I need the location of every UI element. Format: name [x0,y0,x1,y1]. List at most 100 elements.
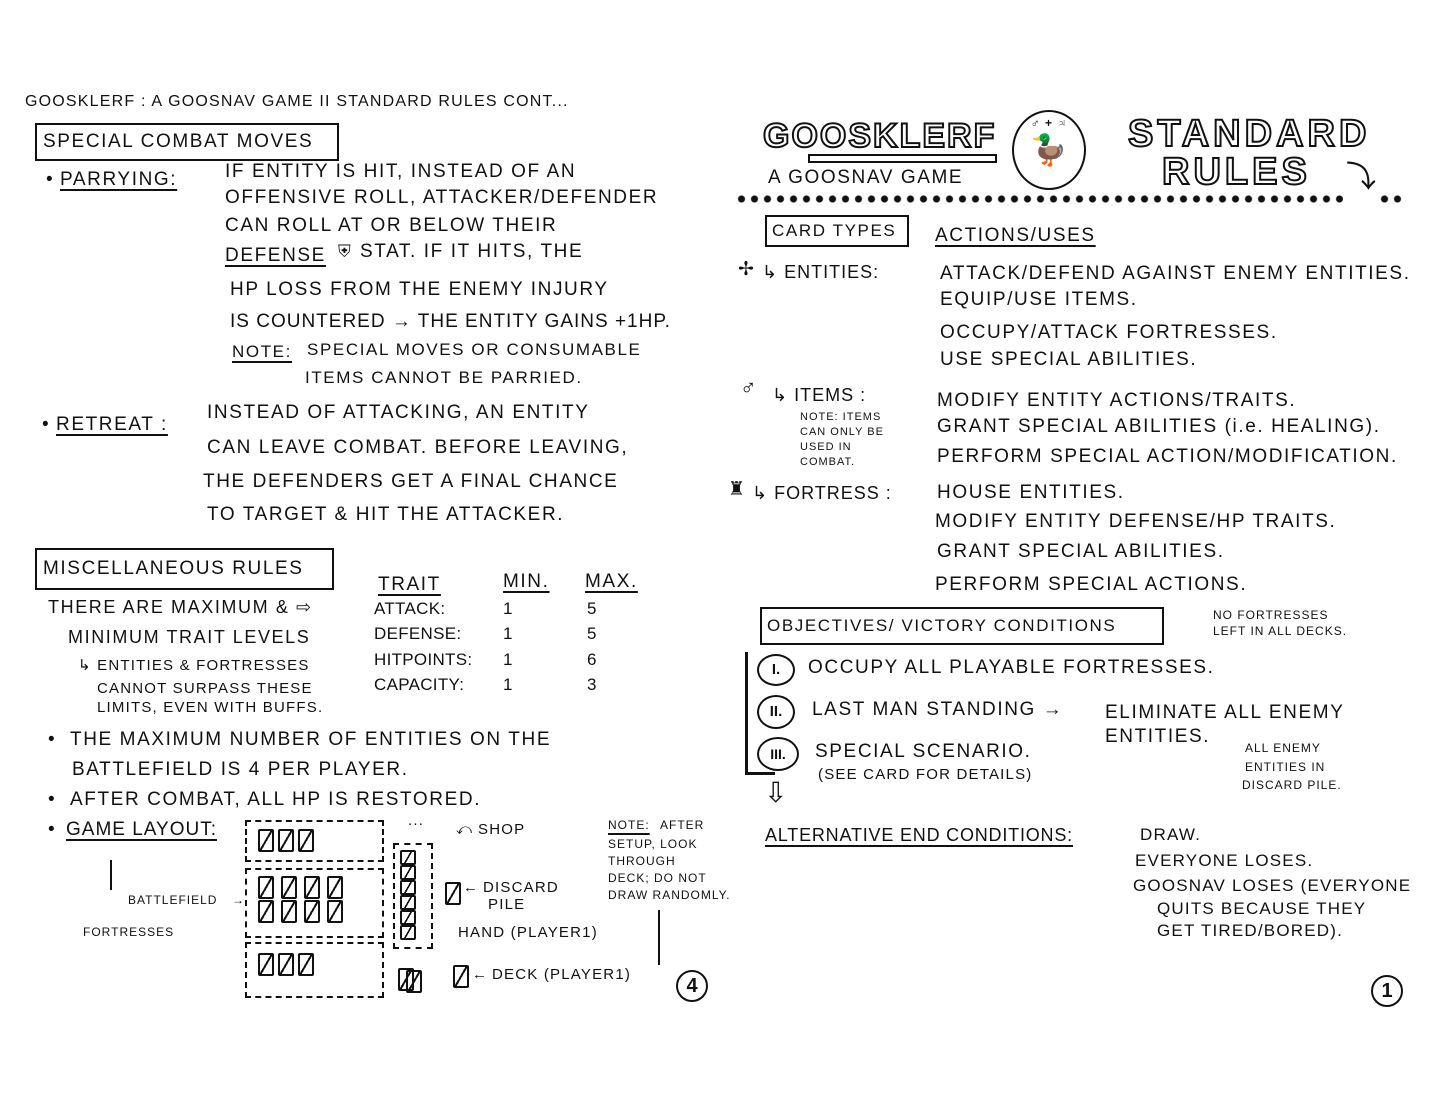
card-icon [278,829,294,852]
table-header: MIN. [503,571,550,592]
note-line: SETUP, LOOK [608,837,698,851]
note-label: NOTE: [608,818,650,832]
shield-icon: ⛨ [338,242,353,261]
entity-action: USE SPECIAL ABILITIES. [940,349,1198,370]
section-title: CARD TYPES [772,221,897,240]
page-number: 1 [1371,975,1403,1007]
defense-word: DEFENSE [225,245,326,266]
objective-text: SPECIAL SCENARIO. [815,741,1032,762]
card-icon [281,876,297,899]
bullet: • [48,789,57,810]
card-icon [400,925,416,940]
card-icon [400,850,416,865]
trait-line: ↳ ENTITIES & FORTRESSES [78,657,310,674]
table-cell: 5 [587,599,597,618]
deck-label: DECK (PLAYER1) [492,966,632,983]
left-header: GOOSKLERF : A GOOSNAV GAME II STANDARD R… [25,93,569,110]
ellipsis: ... [408,812,425,829]
fortress-action: GRANT SPECIAL ABILITIES. [937,541,1225,562]
retreat-line: INSTEAD OF ATTACKING, AN ENTITY [207,402,590,423]
bracket-line [745,772,775,775]
retreat-line: THE DEFENDERS GET A FINAL CHANCE [203,471,619,492]
item-action: MODIFY ENTITY ACTIONS/TRAITS. [937,390,1297,411]
note-line: THROUGH [608,854,676,868]
parry-line: IS COUNTERED → THE ENTITY GAINS +1HP. [230,311,671,332]
parry-line: STAT. IF IT HITS, THE [360,241,584,262]
card-icon [453,965,469,988]
card-icon [400,910,416,925]
shop-zone [393,843,433,949]
shop-label: SHOP [478,821,526,838]
fortress-action: PERFORM SPECIAL ACTIONS. [935,574,1248,595]
card-icon [298,829,314,852]
numeral: I. [757,654,795,686]
enemy-note: ALL ENEMY [1245,741,1321,755]
table-cell: 5 [587,624,597,643]
card-icon [304,900,320,923]
misc-bullet: THE MAXIMUM NUMBER OF ENTITIES ON THE [70,729,552,750]
item-action: GRANT SPECIAL ABILITIES (i.e. HEALING). [937,416,1381,437]
subtitle: A GOOSNAV GAME [768,167,964,188]
fortress-label: ↳ FORTRESS : [752,483,892,503]
battlefield-label: BATTLEFIELD [128,893,218,907]
card-icon [304,876,320,899]
bomb-icon: ♂ [740,375,759,400]
emblem-symbols: ♂ + ♃ [1030,116,1068,130]
down-arrow-icon: ⇩ [764,777,790,808]
table-cell: 1 [503,599,513,618]
discard-label: DISCARD [483,879,559,896]
actions-header: ACTIONS/USES [935,225,1096,246]
title-underline [808,154,997,163]
goose-emblem: ♂ + ♃ 🦆 [1012,110,1086,190]
objective-extra: ELIMINATE ALL ENEMY [1105,702,1345,723]
card-icon [281,900,297,923]
card-icon [327,900,343,923]
section-title: SPECIAL COMBAT MOVES [43,131,314,152]
arrow-icon: ← [463,879,480,896]
standard-title: STANDARD [1127,112,1371,156]
objectives-box: OBJECTIVES/ VICTORY CONDITIONS [760,607,1164,645]
card-icon [445,882,461,905]
card-icon [406,970,422,993]
alt-end-label: ALTERNATIVE END CONDITIONS: [765,825,1073,845]
objective-text: LAST MAN STANDING → [812,699,1064,720]
table-cell: 1 [503,650,513,669]
note-line: AFTER [660,818,705,832]
items-note: COMBAT. [800,456,856,468]
table-cell: 6 [587,650,597,669]
arrow-icon: → [232,893,245,907]
alt-end-line: EVERYONE LOSES. [1135,851,1314,870]
castle-icon: ♜ [728,479,747,500]
objective-note: NO FORTRESSES [1213,608,1329,622]
misc-bullet: AFTER COMBAT, ALL HP IS RESTORED. [70,789,482,810]
title-logo: GOOSKLERF [762,117,997,155]
note-line: DRAW RANDOMLY. [608,888,731,902]
objective-note: LEFT IN ALL DECKS. [1213,624,1348,638]
entity-action: ATTACK/DEFEND AGAINST ENEMY ENTITIES. [940,263,1411,284]
numeral: II. [757,695,795,729]
items-note: CAN ONLY BE [800,426,884,438]
table-cell: DEFENSE: [374,624,462,643]
card-icon [400,895,416,910]
items-note: NOTE: ITEMS [800,411,882,423]
alt-end-line: QUITS BECAUSE THEY [1157,899,1367,918]
section-title: OBJECTIVES/ VICTORY CONDITIONS [767,616,1117,635]
fortress-zone-bottom [245,942,384,998]
objective-text: OCCUPY ALL PLAYABLE FORTRESSES. [808,657,1215,678]
note-line: ITEMS CANNOT BE PARRIED. [305,368,583,387]
enemy-note: DISCARD PILE. [1242,778,1342,792]
entities-label: ↳ ENTITIES: [762,262,880,282]
note-line: SPECIAL MOVES OR CONSUMABLE [307,340,642,359]
table-cell: CAPACITY: [374,675,465,694]
section-title: MISCELLANEOUS RULES [43,558,304,579]
trait-line: MINIMUM TRAIT LEVELS [68,627,311,647]
card-icon [327,876,343,899]
items-note: USED IN [800,441,852,453]
table-cell: 1 [503,624,513,643]
card-icon [258,829,274,852]
fortresses-label: FORTRESSES [83,925,175,939]
fortress-zone-top [245,820,384,862]
item-action: PERFORM SPECIAL ACTION/MODIFICATION. [937,446,1398,467]
entity-icon: ✢ [738,259,756,280]
